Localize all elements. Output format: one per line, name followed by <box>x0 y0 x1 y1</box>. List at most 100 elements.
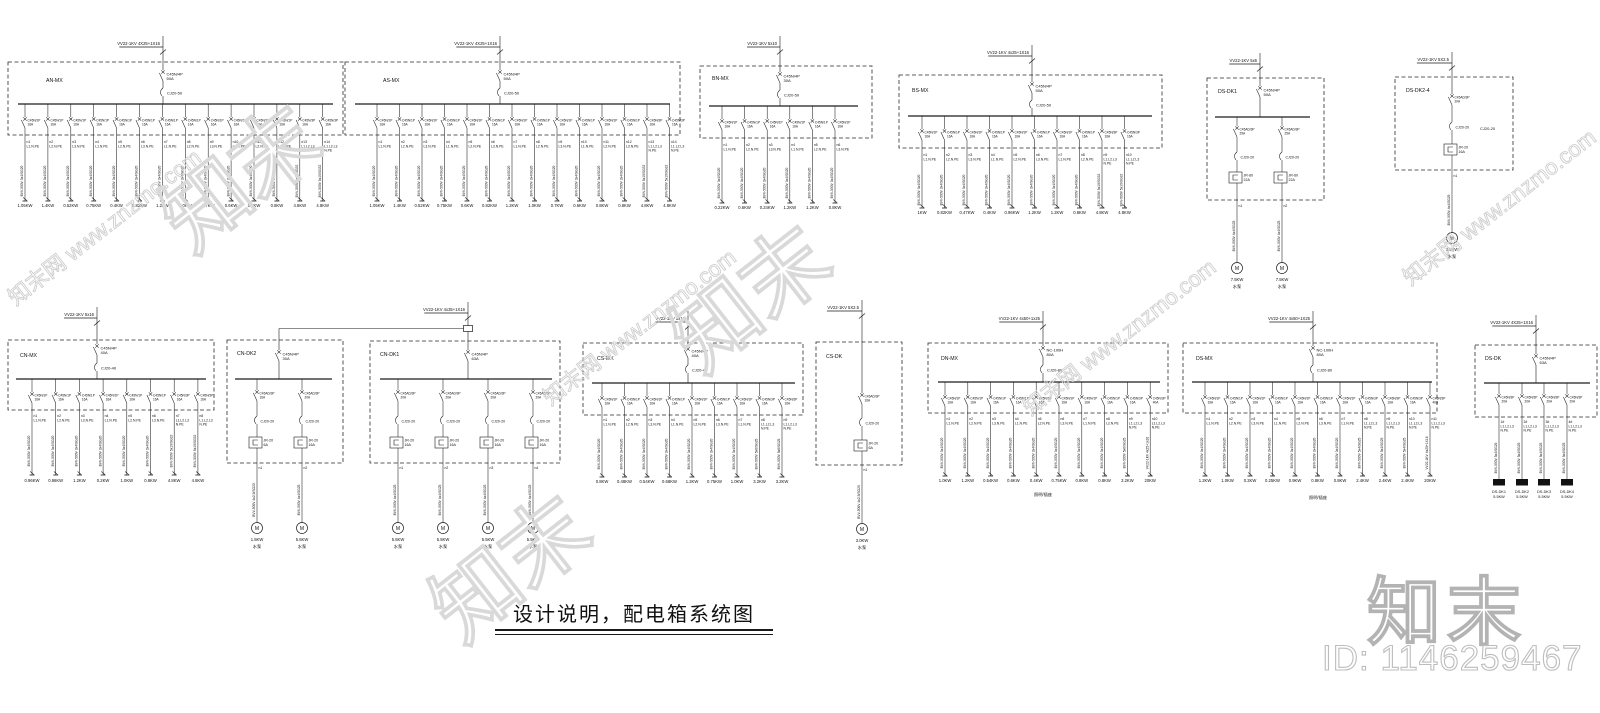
load-value: 2.4KW <box>1401 478 1414 483</box>
circuit-phase: L3.N.PE <box>278 144 291 148</box>
circuit-phase: L1.L2.L3 <box>1152 421 1165 425</box>
load-value: 1.2KW <box>73 478 86 483</box>
relay-label: JR-20 <box>540 439 550 443</box>
circuit-id: n12 <box>278 140 284 144</box>
branch-breaker-label: C45N/1P <box>717 398 730 402</box>
load-value: 0.52KW <box>63 203 78 208</box>
main-breaker-symbol <box>1039 348 1044 358</box>
load-value: 3.2KW <box>776 479 789 484</box>
circuit-id: n12 <box>626 140 632 144</box>
circuit-id: n3 <box>81 414 85 418</box>
contactor-symbol <box>254 415 258 425</box>
motor-letter: M <box>1280 266 1284 272</box>
incoming-slash-mark <box>464 315 472 321</box>
branch-breaker-symbol <box>643 119 648 129</box>
branch-breaker-symbol <box>718 121 723 131</box>
main-breaker-symbol <box>1041 346 1045 350</box>
branch-breaker-rating: 16A <box>153 398 160 402</box>
cable-spec: BVV-500V 3x4/SG20 <box>1200 437 1204 468</box>
main-breaker-rating: 30A <box>784 78 791 83</box>
cable-spec: BVV-500V 3x4/SG20 <box>1313 437 1317 468</box>
load-value: 0.82KW <box>132 203 147 208</box>
branch-breaker-rating: 16A <box>1388 401 1395 405</box>
panel-box <box>699 65 873 139</box>
branch-breaker-symbol <box>1223 397 1228 407</box>
circuit-id: n4 <box>1274 417 1278 421</box>
thermal-relay-symbol <box>252 439 258 446</box>
load-value: 1.05KW <box>370 203 385 208</box>
branch-breaker-symbol <box>1268 397 1273 407</box>
circuit-id: n2 <box>1229 417 1233 421</box>
circuit-id: n7 <box>1342 417 1346 421</box>
circuit-id: n4 <box>671 418 675 422</box>
circuit-id: n8 <box>199 414 203 418</box>
branch-breaker-label: C45N/1P <box>1082 131 1095 135</box>
thermal-relay-symbol <box>438 439 444 446</box>
relay-rating: 16A <box>450 443 457 447</box>
branch-breaker-label: C45N/3P <box>1570 396 1583 400</box>
end-tick <box>229 197 234 201</box>
motor-symbol <box>1276 262 1288 274</box>
circuit-id: n3 <box>490 466 494 470</box>
end-tick <box>1011 472 1016 476</box>
circuit-id: n9 <box>1387 417 1391 421</box>
cable-spec: BVV-500V 3x4/SG20 <box>146 435 150 466</box>
circuit-id: n1 <box>400 466 404 470</box>
branch-breaker-label: C45N/1P <box>153 394 166 398</box>
end-tick <box>77 471 82 475</box>
end-tick <box>787 199 792 203</box>
branch-breaker-symbol <box>778 398 783 408</box>
incoming-feeder-label: VV22-1KV 5X2.5 <box>827 305 859 310</box>
branch-breaker-symbol <box>643 398 648 408</box>
main-contactor-label: CJ20-80 <box>1317 368 1333 373</box>
panel-box <box>1394 76 1514 171</box>
cable-spec: BVV-500V 5x4/SG25 <box>1562 442 1566 473</box>
cable-spec: BVV-500V 3x4/SG20 <box>1245 437 1249 468</box>
cable-spec: BVV-500V 3x4/SG20 <box>20 165 24 196</box>
relay-rating: 22A <box>1244 178 1251 182</box>
circuit-phase: L1.L2.L3 <box>649 144 662 148</box>
thermal-relay-symbol <box>524 436 539 449</box>
load-value: 20KW <box>1144 478 1155 483</box>
circuit-phase: L3.N.PE <box>1252 421 1265 425</box>
circuit-phase: N.PE <box>784 427 793 431</box>
branch-breaker-rating: 16A <box>537 123 544 127</box>
branch-breaker-symbol <box>1010 129 1014 133</box>
circuit-id: n2 <box>57 414 61 418</box>
load-value: 0.6KW <box>225 203 238 208</box>
load-value: 0.9KW <box>1289 478 1302 483</box>
circuit-id: n6 <box>152 414 156 418</box>
panel-label: BN-MX <box>712 76 729 82</box>
circuit-id: n8 <box>1364 417 1368 421</box>
end-tick <box>1203 472 1207 476</box>
circuit-phase: N.PE <box>1104 162 1113 166</box>
branch-breaker-symbol <box>688 398 693 408</box>
relay-rating: 6A <box>264 443 269 447</box>
load-value: 1.4KW <box>42 203 55 208</box>
circuit-phase: L2.N.PE <box>626 422 639 426</box>
branch-breaker-rating: 16A <box>302 123 309 127</box>
branch-breaker-rating: 16A <box>1275 401 1282 405</box>
branch-breaker-rating: 16A <box>257 123 264 127</box>
branch-breaker-rating: 16A <box>627 402 634 406</box>
thermal-relay-symbol <box>857 442 863 449</box>
branch-breaker-label: C45N/1P <box>605 398 618 402</box>
branch-breaker-symbol <box>394 392 399 402</box>
main-contactor-label: CJ20-50 <box>167 91 183 96</box>
branch-breaker-rating: 16A <box>1127 135 1134 139</box>
branch-breaker-label: C45N/3P <box>650 119 663 123</box>
circuit-id: n6 <box>1036 153 1040 157</box>
branch-breaker-symbol <box>1098 131 1103 141</box>
branch-breaker-rating: 20A <box>401 396 408 400</box>
branch-breaker-symbol <box>1055 129 1059 133</box>
branch-breaker-rating: 16A <box>948 401 955 405</box>
terminal-label: DS-DK1 <box>1492 490 1506 494</box>
circuit-id: n10 <box>233 140 239 144</box>
branch-breaker-label: C45N/3P <box>1153 397 1166 401</box>
cable-spec: BVV-500V 5x4/SG25 <box>1380 437 1384 468</box>
branch-breaker-rating: 16A <box>1039 401 1046 405</box>
end-tick <box>114 197 119 201</box>
main-breaker-label: C45N/4P <box>101 346 118 351</box>
incoming-slash-mark <box>159 49 167 55</box>
